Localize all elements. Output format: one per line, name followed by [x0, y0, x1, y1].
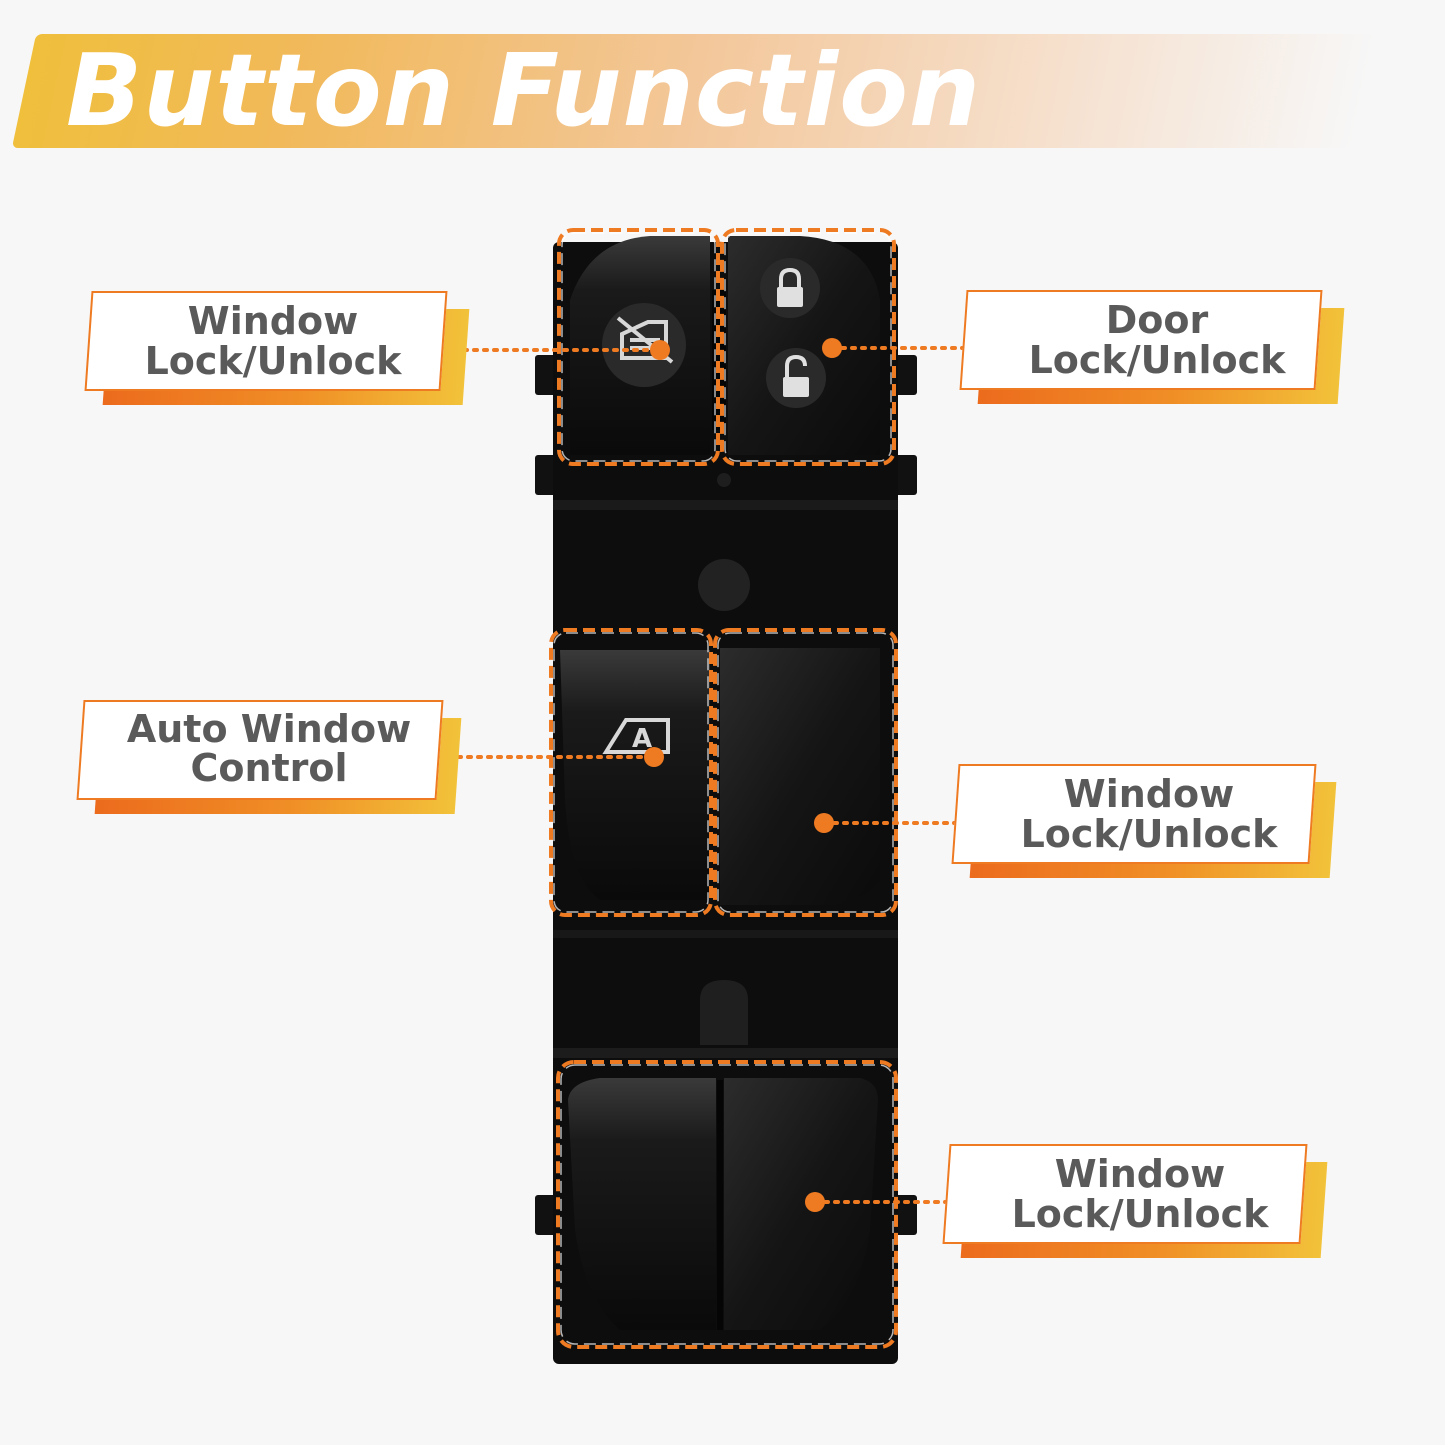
label-line1: Window: [1063, 772, 1235, 816]
label-line2: Lock/Unlock: [1020, 812, 1278, 856]
svg-text:A: A: [632, 724, 652, 754]
label-line1: Window: [187, 299, 359, 343]
label-auto-window: Auto Window Control: [76, 700, 462, 815]
label-line2: Lock/Unlock: [1028, 338, 1286, 382]
label-door-lock: Door Lock/Unlock: [959, 290, 1345, 405]
lock-open-icon: [783, 354, 809, 397]
page-title: Button Function: [66, 32, 982, 149]
window-switch-button-bottom-right[interactable]: [724, 1078, 878, 1330]
label-line2: Control: [190, 746, 348, 790]
window-switch-button-bottom-left[interactable]: [568, 1078, 716, 1330]
label-line1: Auto Window: [126, 707, 412, 751]
panel-hole: [698, 559, 750, 611]
label-line2: Lock/Unlock: [144, 339, 402, 383]
lock-closed-icon: [777, 267, 803, 307]
highlight-frames: [549, 228, 898, 1349]
window-switch-button-mid[interactable]: [720, 648, 880, 905]
auto-window-button[interactable]: [560, 650, 710, 900]
label-line2: Lock/Unlock: [1011, 1192, 1269, 1236]
label-window-lock-bottom: Window Lock/Unlock: [942, 1144, 1328, 1259]
label-line1: Door: [1105, 298, 1209, 342]
label-window-lock-mid: Window Lock/Unlock: [951, 764, 1337, 879]
label-line1: Window: [1054, 1152, 1226, 1196]
mounting-clips: [535, 355, 917, 1235]
label-window-lock-top: Window Lock/Unlock: [84, 291, 470, 406]
